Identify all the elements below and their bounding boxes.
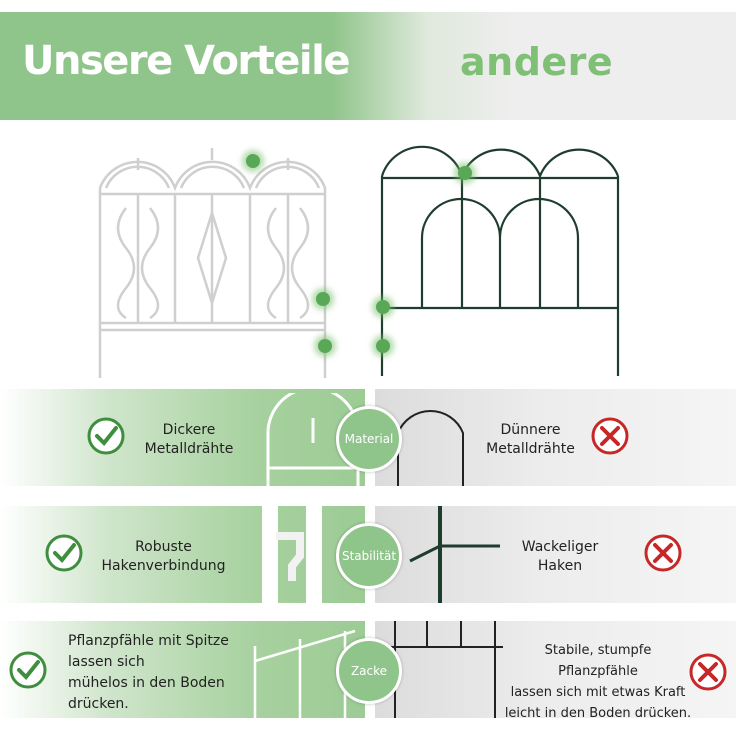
advantage-text: Pflanzpfähle mit Spitze lassen sich mühe… [68,633,229,712]
highlight-dot [458,166,472,180]
advantage-text: Robuste Hakenverbindung [101,539,226,574]
comparison-row-right [375,389,736,486]
comparison-row-left [0,389,365,486]
hook-detail-image [262,506,322,603]
white-fence-image [98,148,327,378]
header-banner [0,12,736,120]
category-badge: Stabilität [336,523,402,589]
x-circle-icon [644,534,682,572]
comparison-row-right [375,621,736,718]
header-left-title: Unsere Vorteile [22,38,350,84]
highlight-dot [376,339,390,353]
stake-detail-image [253,629,356,718]
x-circle-icon [689,653,727,691]
disadvantage-text: Dünnere Metalldrähte [486,422,575,457]
highlight-dot [376,300,390,314]
category-badge: Zacke [336,638,402,704]
fence-detail-image [397,410,464,486]
check-circle-icon [87,417,125,455]
highlight-dot [318,339,332,353]
category-badge: Material [336,406,402,472]
hook-detail-image [409,506,500,603]
check-circle-icon [9,651,47,689]
comparison-row-left [0,621,365,718]
header-right-title: andere [460,40,614,84]
highlight-dot [316,292,330,306]
stake-detail-image [387,621,503,718]
black-fence-image [380,145,620,376]
check-circle-icon [45,534,83,572]
x-circle-icon [591,417,629,455]
advantage-text: Dickere Metalldrähte [144,422,234,457]
disadvantage-text: Wackeliger Haken [521,539,599,574]
disadvantage-text: Stabile, stumpfe Pflanzpfähle lassen sic… [504,643,692,721]
highlight-dot [246,154,260,168]
